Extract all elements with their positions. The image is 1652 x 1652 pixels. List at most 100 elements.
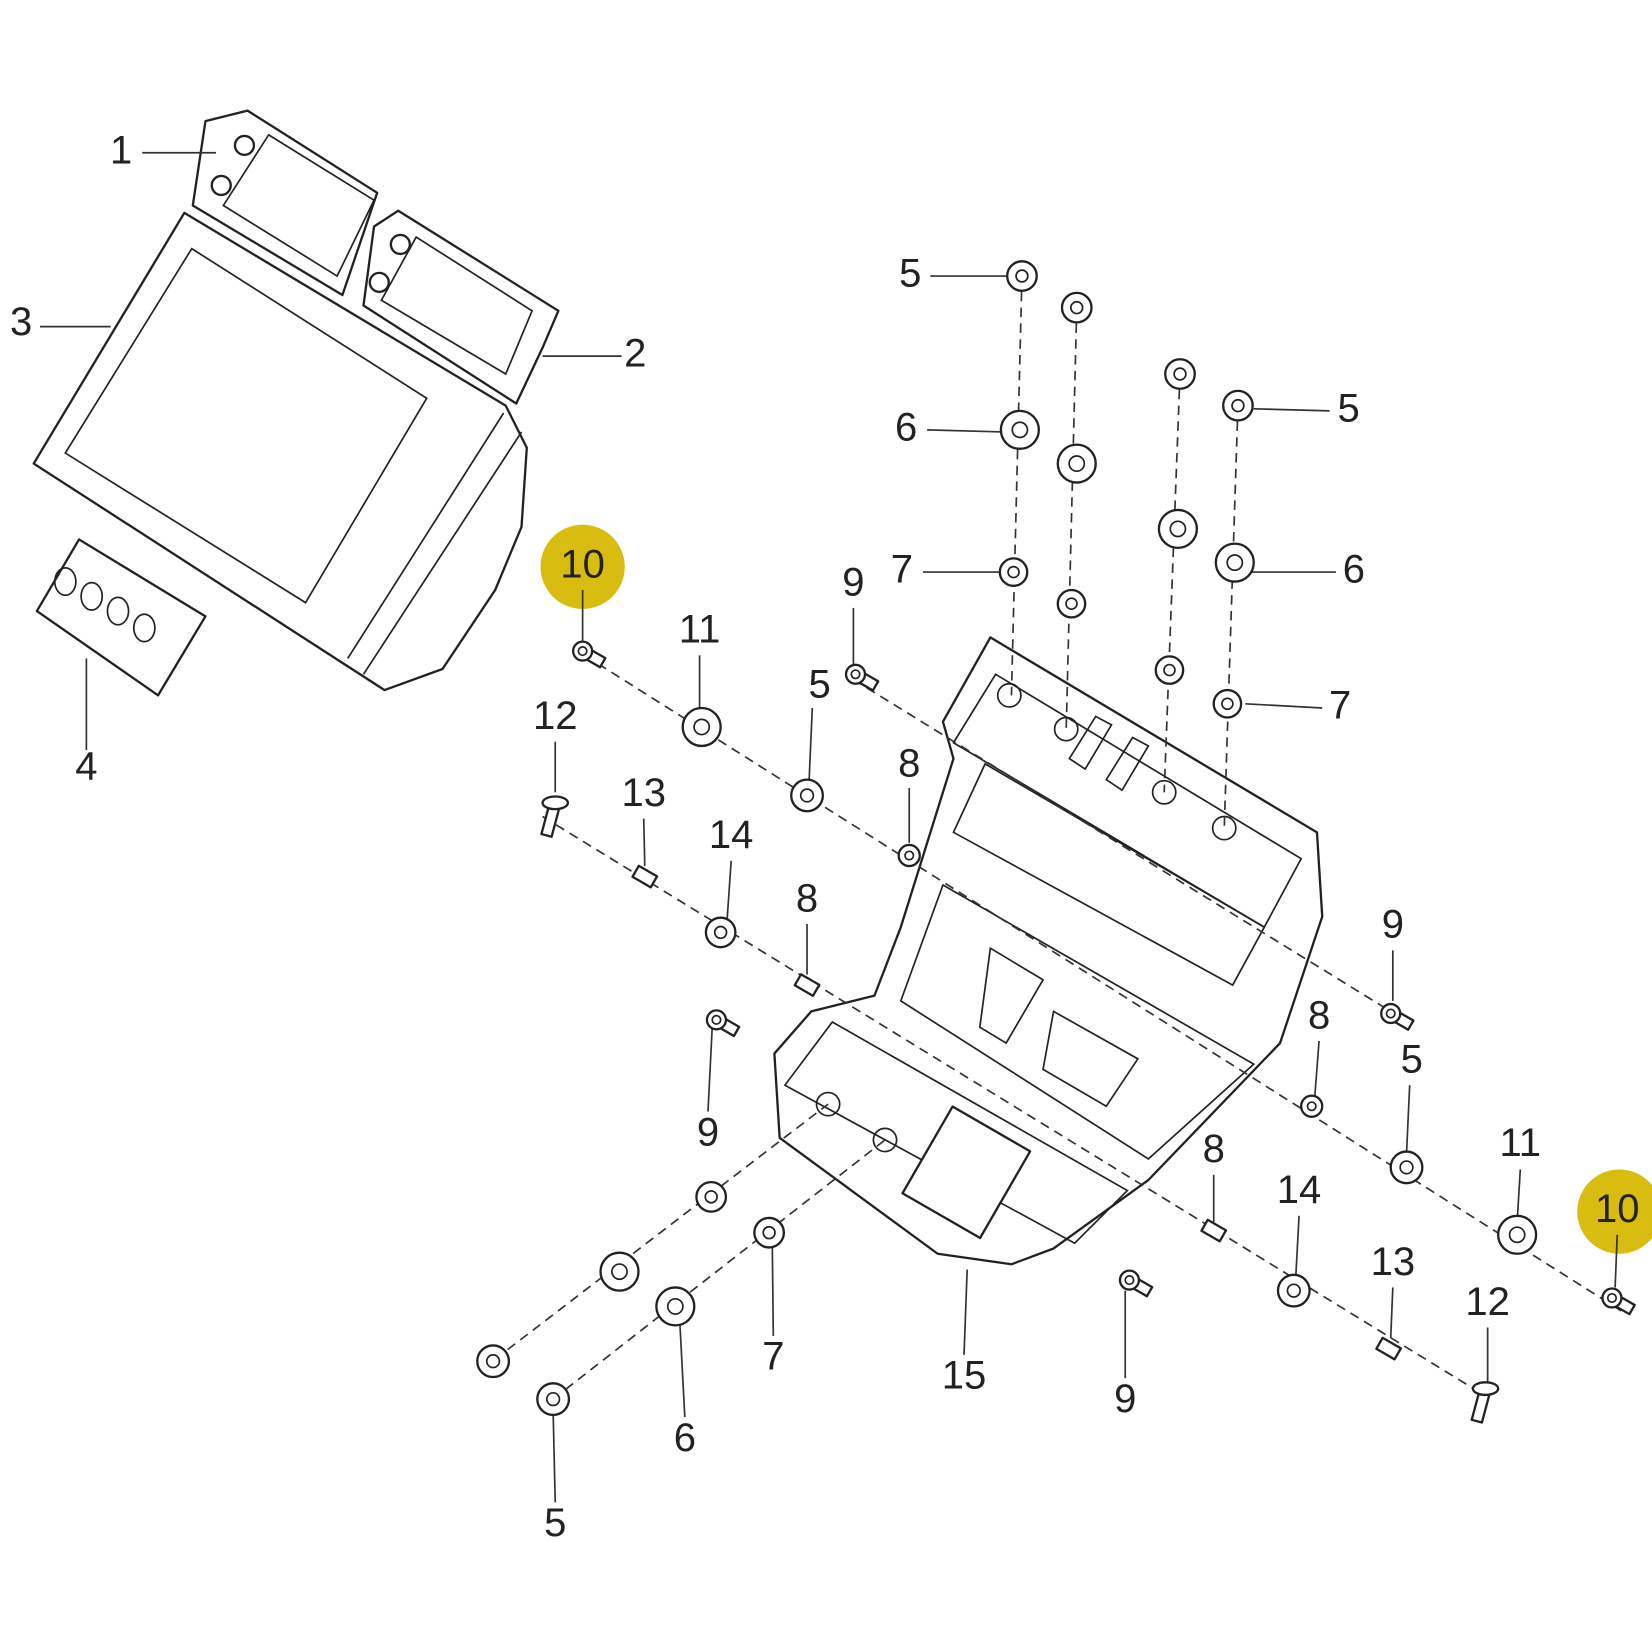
flat-washer [998,557,1029,587]
assembly-axis-line [1163,373,1181,793]
mounting-bracket [773,636,1324,1266]
callout-label: 12 [533,694,578,738]
leader-line [963,1269,969,1355]
leader-line [552,1411,557,1503]
callout-label: 5 [544,1501,566,1545]
highlight-marker [540,524,625,609]
callout-label: 9 [697,1110,719,1154]
leader-line [1516,1169,1522,1223]
callout-label-highlighted: 10 [560,542,605,586]
callout-label: 5 [899,252,921,296]
display-unit [32,211,528,692]
callout-label: 5 [1401,1038,1423,1082]
leader-line [1389,1287,1394,1339]
rivet-pin [540,795,570,838]
callout-label: 7 [1329,684,1351,728]
assembly-axis-line [552,1139,886,1400]
callout-label: 1 [110,128,132,172]
flat-washer [790,778,824,813]
callout-label: 13 [621,771,666,815]
callout-label: 9 [842,560,864,604]
flat-washer [1389,1150,1424,1185]
callout-label: 6 [1343,548,1365,592]
callout-label: 2 [624,332,646,376]
callout-label: 4 [75,745,97,789]
rubber-grommet [599,1251,640,1292]
callout-label: 14 [709,813,754,857]
rubber-grommet [1497,1214,1538,1255]
callout-label: 8 [1308,993,1330,1037]
callout-label: 6 [895,405,917,449]
callout-label: 3 [10,300,32,344]
rubber-grommet [1157,508,1199,550]
flat-washer [1060,291,1093,324]
callout-label: 7 [762,1335,784,1379]
callout-label-highlighted: 10 [1595,1187,1640,1231]
leader-line [1295,1215,1300,1275]
rubber-grommet [1056,443,1097,484]
callout-label: 6 [674,1416,696,1460]
rubber-grommet [999,409,1040,450]
callout-label: 12 [1465,1280,1510,1324]
flat-washer [753,1216,786,1249]
leader-line [927,429,1004,433]
callout-label: 11 [1500,1121,1542,1165]
assembly-axis-line [1223,405,1239,829]
leader-line [1314,1040,1320,1096]
leader-line [1253,407,1330,412]
leader-line [707,1027,714,1112]
leader-line [771,1243,775,1336]
leader-line [1614,1234,1619,1288]
spacer-nut [1300,1094,1324,1118]
connector-2 [362,209,560,405]
spacer-nut [897,843,921,868]
leader-line [1245,702,1323,709]
bolt [844,663,880,692]
flat-washer [1006,260,1038,292]
callout-label: 11 [679,608,721,652]
clip-nut [793,973,821,997]
flat-washer [695,1180,728,1213]
leader-line [642,818,646,867]
clip-nut [631,864,659,889]
bolt [1601,1287,1636,1316]
rubber-grommet [655,1286,696,1327]
bolt [1118,1269,1154,1298]
leader-line [808,707,814,780]
highlight-marker [1577,1169,1652,1254]
leader-line [678,1316,686,1418]
flat-washer [1164,358,1196,390]
callout-label: 9 [1382,903,1404,947]
assembly-axis-line [542,815,1486,1397]
flat-washer [704,916,737,949]
assembly-axis-line [852,678,1392,1013]
flat-washer [1154,655,1185,685]
assembly-axis-line [1010,276,1023,696]
bolt [1380,1002,1415,1031]
callout-label: 9 [1114,1377,1136,1421]
callout-label: 8 [796,876,818,920]
callout-label: 5 [1337,386,1359,430]
bolt [571,640,607,669]
clip-nut [1375,1336,1403,1361]
flat-washer [536,1382,571,1417]
callout-label: 15 [942,1354,987,1398]
rubber-grommet [1214,542,1255,583]
flat-washer [1222,389,1254,422]
assembly-axis-line [494,1103,829,1360]
callout-label: 8 [898,742,920,786]
callout-label: 7 [891,548,913,592]
callout-label: 5 [809,663,831,707]
leader-line [726,860,733,922]
rubber-grommet [681,706,722,748]
flat-washer [1212,688,1243,719]
rivet-pin [1470,1381,1500,1424]
callout-label: 14 [1277,1168,1322,1212]
leader-line [1405,1085,1411,1154]
callout-label: 13 [1371,1240,1416,1284]
bolt [705,1009,741,1038]
flat-washer [1056,588,1087,619]
flat-washer [476,1344,511,1379]
